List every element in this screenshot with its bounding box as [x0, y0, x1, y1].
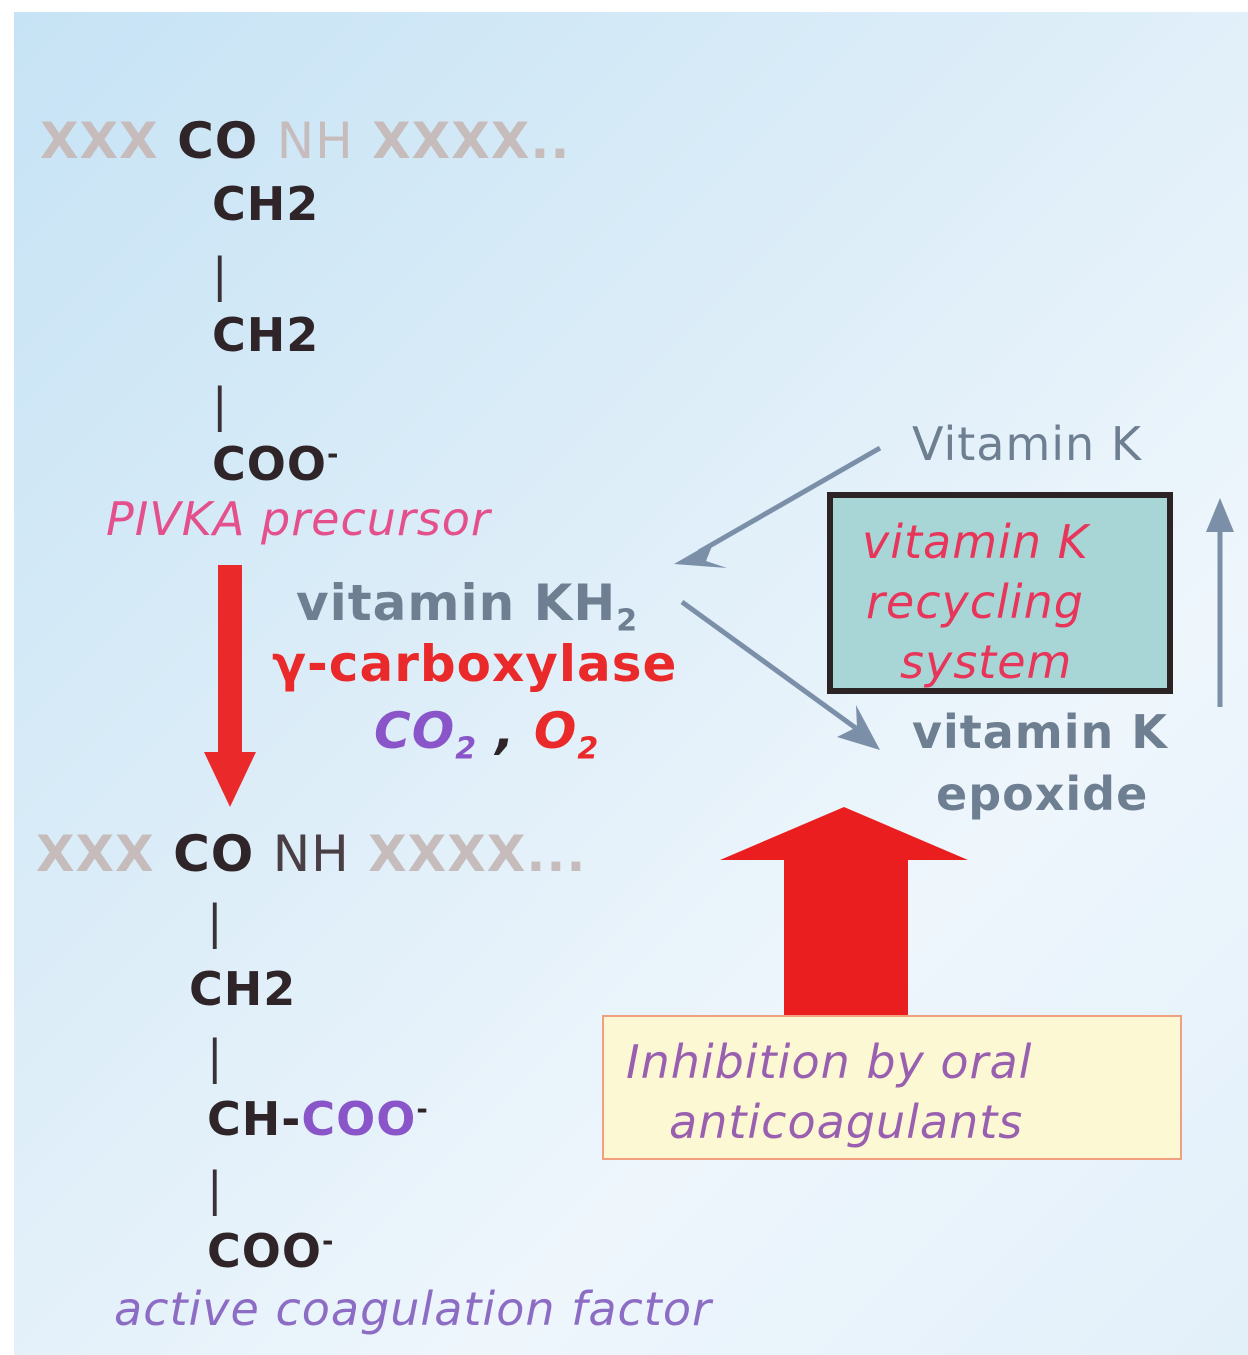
bottom-peptide-row: XXX CO NH XXXX... [36, 825, 586, 883]
arrow-kh2-to-epoxide [680, 599, 866, 737]
top-coo-charge: - [326, 437, 340, 471]
arrow-epoxide-to-vitk-head [1206, 498, 1234, 532]
bottom-ch2: CH2 [189, 962, 297, 1016]
diagram-slide: XXX CO NH XXXX.. CH2 | CH2 | COO- PIVKA … [14, 12, 1248, 1355]
top-bond-b: | [212, 378, 229, 432]
bottom-bond-b: | [207, 1030, 224, 1084]
bottom-nh: NH [272, 825, 350, 883]
vitamin-k-label: Vitamin K [912, 417, 1142, 471]
arrow-vitk-to-kh2 [697, 445, 882, 555]
recycling-line2: recycling [866, 575, 1084, 629]
vitamin-kh2-label: vitamin KH2 [296, 574, 639, 639]
inhibition-red-arrow [720, 807, 968, 1015]
bottom-co: CO [173, 825, 255, 883]
top-coo: COO- [212, 437, 340, 491]
inhibition-box [602, 1015, 1182, 1160]
recycling-line3: system [900, 635, 1073, 689]
top-xxxx: XXXX.. [372, 112, 571, 170]
top-ch2-b: CH2 [212, 308, 320, 362]
recycling-line1: vitamin K [862, 515, 1089, 569]
arrow-vitk-to-kh2-head [674, 541, 727, 568]
inhibition-line1: Inhibition by oral [626, 1035, 1033, 1089]
gamma-carboxylase-label: γ-carboxylase [272, 635, 678, 693]
bottom-coo: COO- [207, 1224, 335, 1278]
top-nh: NH [276, 112, 354, 170]
epoxide-line2: epoxide [936, 767, 1149, 821]
top-bond-a: | [212, 248, 229, 302]
top-co: CO [177, 112, 259, 170]
bottom-bond-c: | [207, 1162, 224, 1216]
bottom-ch-coo: CH-COO- [207, 1092, 429, 1146]
cofactors-label: CO2 , O2 [374, 702, 600, 767]
arrows-layer [204, 445, 1234, 1015]
pivka-label: PIVKA precursor [106, 492, 491, 546]
epoxide-line1: vitamin K [912, 705, 1168, 759]
top-peptide-row: XXX CO NH XXXX.. [40, 112, 570, 170]
top-xxx: XXX [40, 112, 159, 170]
bottom-xxx: XXX [36, 825, 155, 883]
active-factor-label: active coagulation factor [114, 1282, 712, 1336]
recycling-system-box [827, 492, 1173, 694]
red-down-arrow [204, 565, 256, 807]
bottom-bond-a: | [207, 895, 224, 949]
inhibition-line2: anticoagulants [669, 1095, 1024, 1149]
bottom-xxxx: XXXX... [368, 825, 587, 883]
top-ch2-a: CH2 [212, 177, 320, 231]
arrow-kh2-to-epoxide-head [837, 705, 880, 750]
